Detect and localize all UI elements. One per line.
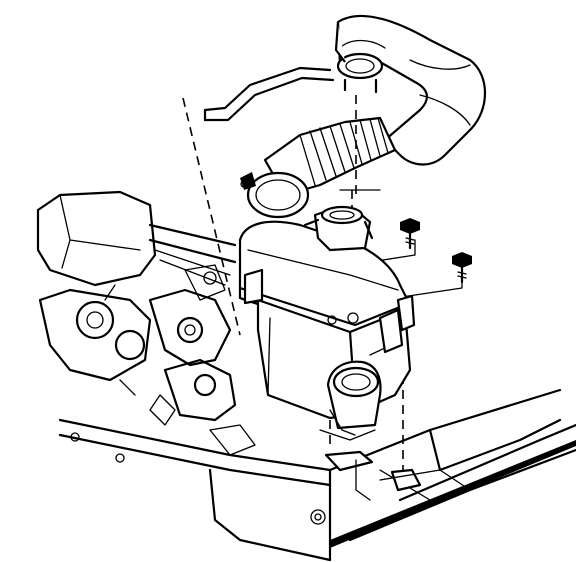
- vacuum-hose: [203, 66, 335, 122]
- bolt-lower: [452, 252, 472, 284]
- intake-bellows-hose: [240, 116, 397, 219]
- bolt-upper: [400, 218, 420, 250]
- air-cleaner-housing: [238, 205, 416, 441]
- fender-panel: [58, 388, 576, 562]
- mounting-bracket: [324, 450, 441, 501]
- intake-duct-elbow: [334, 14, 487, 166]
- engine-block: [36, 190, 256, 456]
